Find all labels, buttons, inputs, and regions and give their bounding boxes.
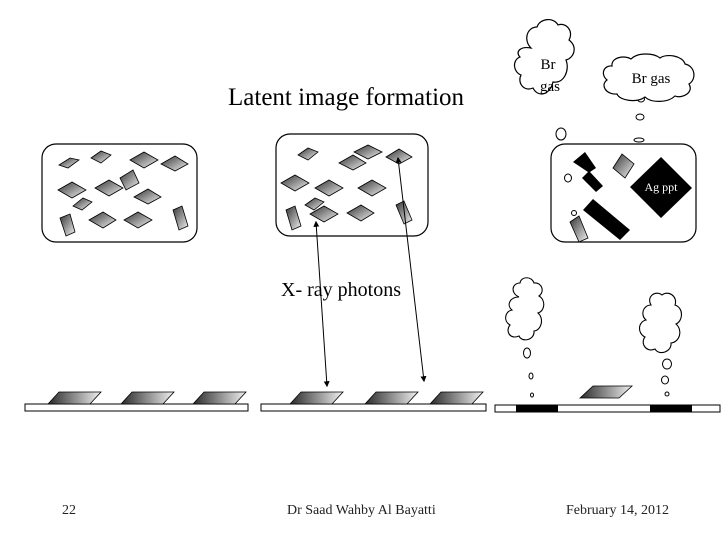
ag-precipitate	[630, 157, 692, 218]
emulsion-box-exposed	[275, 133, 429, 237]
br-label: Br	[541, 57, 556, 73]
silver-deposit-film	[516, 405, 558, 412]
xray-arrows	[313, 156, 427, 388]
gas-cloud-left-film	[505, 277, 545, 398]
silver-deposit-film	[650, 405, 692, 412]
film-strip-3	[494, 385, 721, 413]
emulsion-box-developed: Ag ppt	[550, 95, 697, 243]
gas-cloud-right-film	[638, 292, 683, 397]
br-gas-cloud-top: Br gas	[513, 19, 575, 95]
br-gas-label: Br gas	[632, 71, 671, 87]
xray-photons-label: X- ray photons	[281, 279, 401, 301]
silver-halide-crystals	[57, 150, 189, 237]
film-strip-1	[24, 391, 249, 412]
br-gas-cloud-right: Br gas	[602, 53, 695, 102]
footer-date: February 14, 2012	[566, 503, 670, 518]
page-number: 22	[62, 503, 76, 518]
silver-deposit	[573, 152, 603, 192]
slide-title: Latent image formation	[228, 84, 465, 111]
emulsion-box-unexposed	[41, 143, 198, 243]
gas-label: gas	[540, 79, 560, 95]
ag-ppt-label: Ag ppt	[645, 180, 679, 194]
footer-author: Dr Saad Wahby Al Bayatti	[287, 503, 436, 518]
film-strip-2	[260, 391, 487, 412]
silver-deposit	[583, 199, 630, 240]
